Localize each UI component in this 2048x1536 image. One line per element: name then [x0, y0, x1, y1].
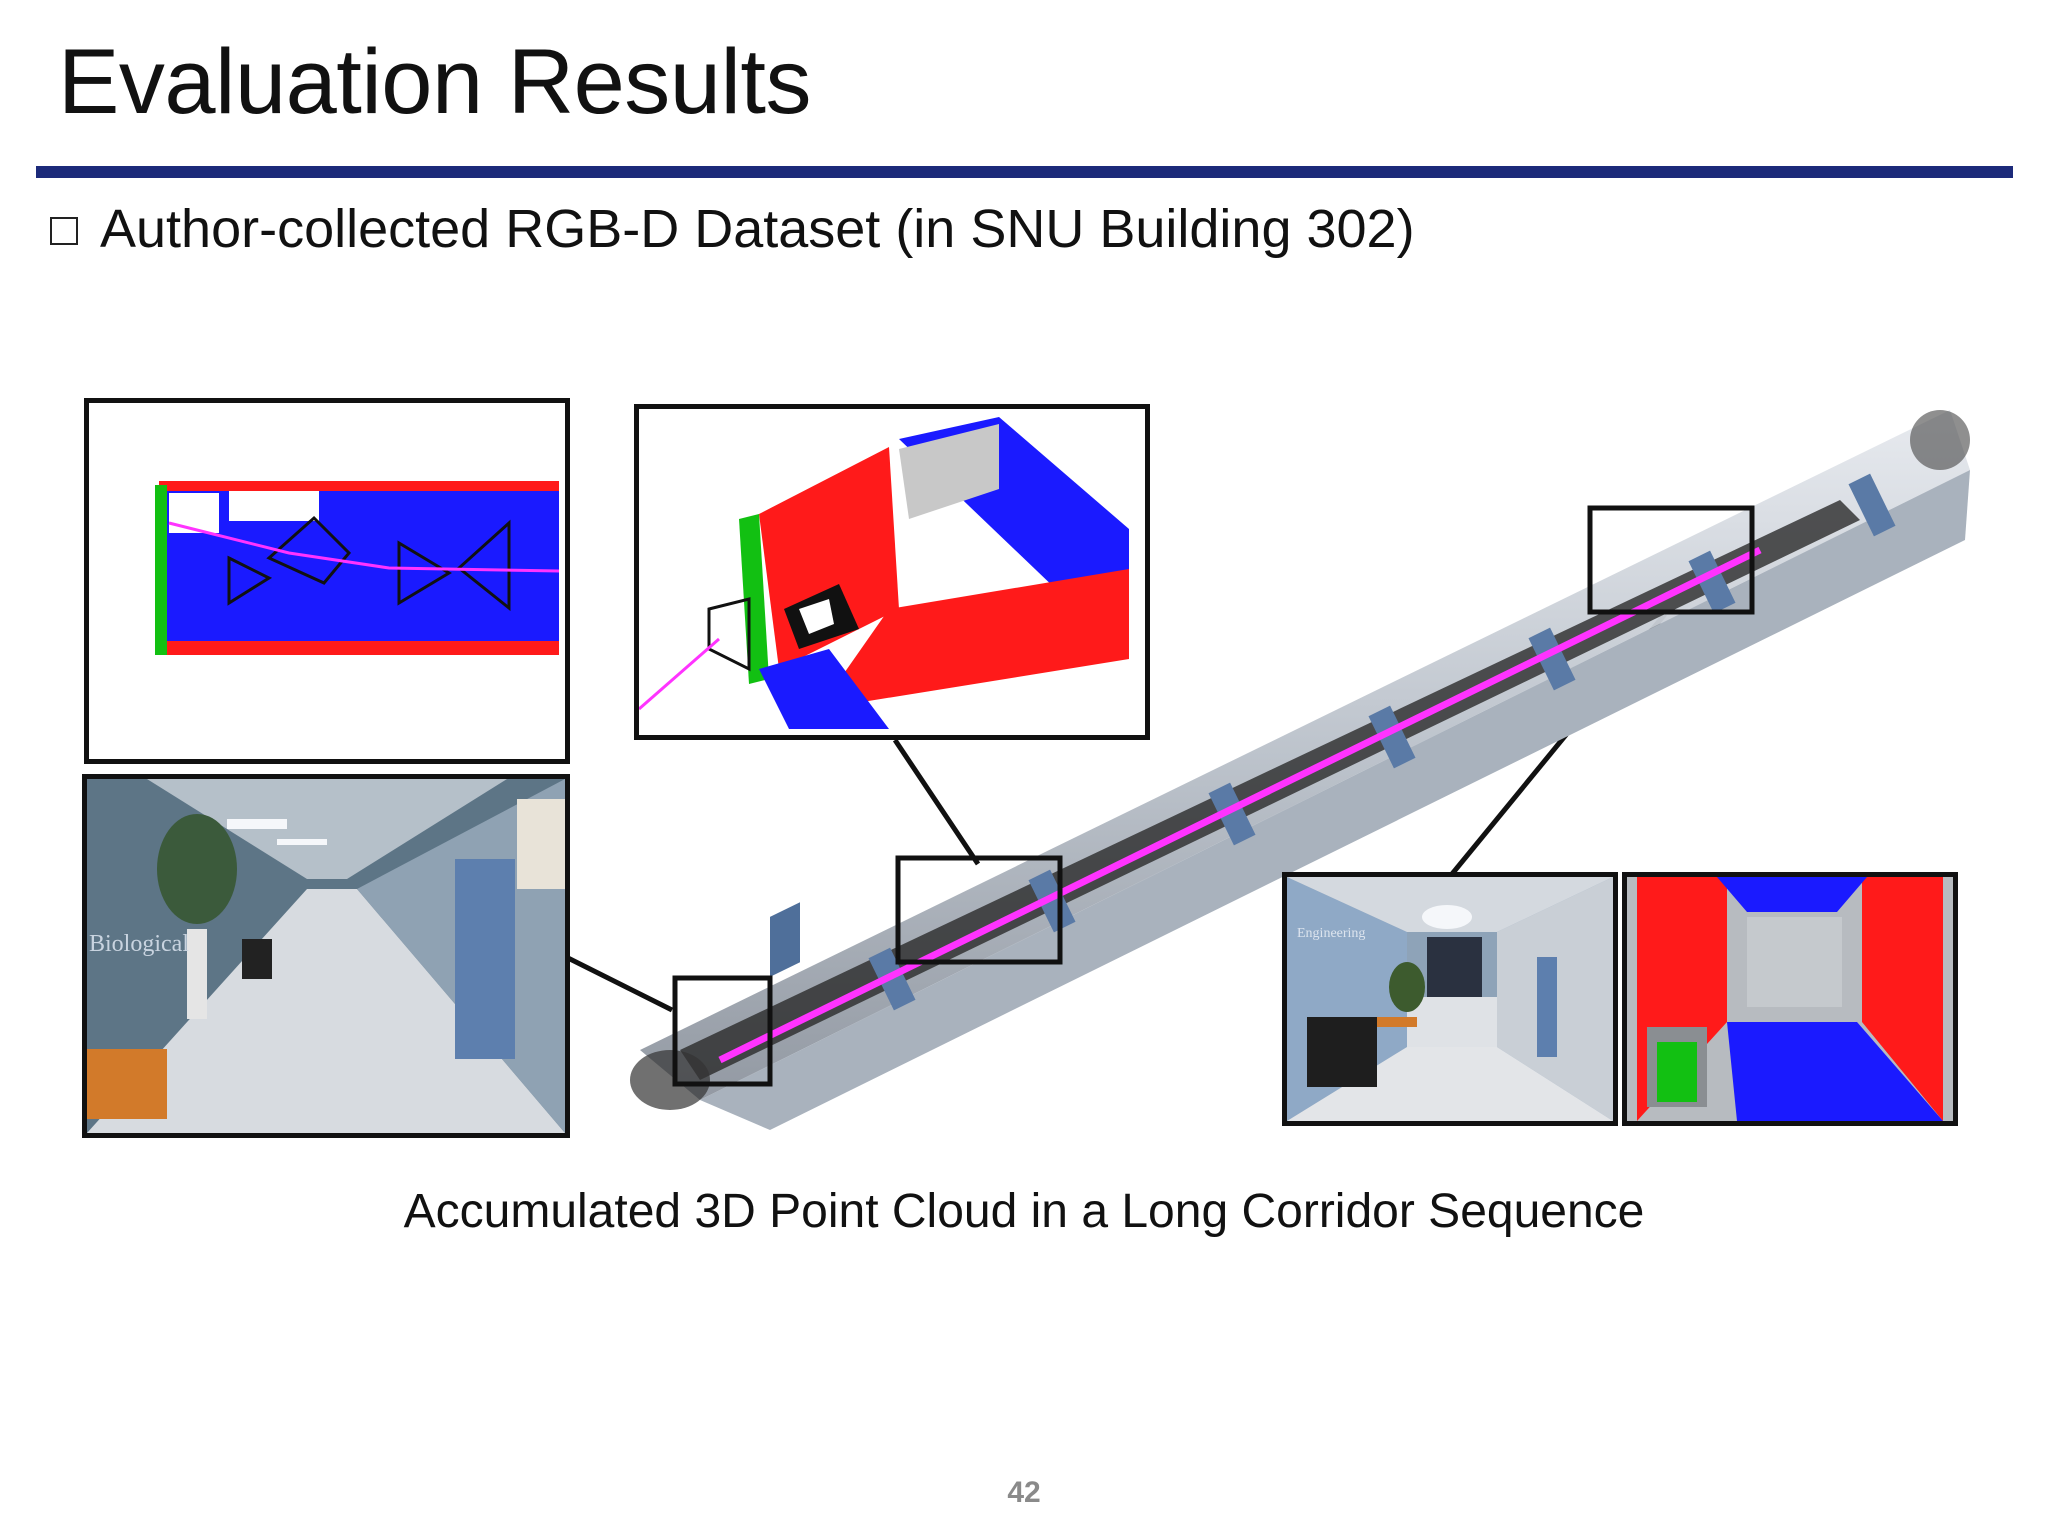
panel-plane-3d-view — [634, 404, 1150, 740]
bullet-item: Author-collected RGB-D Dataset (in SNU B… — [50, 198, 1415, 260]
panel-plane-segmentation-end — [1622, 872, 1958, 1126]
figure-caption: Accumulated 3D Point Cloud in a Long Cor… — [403, 1185, 1645, 1238]
wall-lettering-left: Biological — [89, 931, 189, 957]
bullet-text: Author-collected RGB-D Dataset (in SNU B… — [100, 199, 1415, 259]
zoom-box-end — [1587, 505, 1755, 615]
slide-title: Evaluation Results — [58, 31, 811, 133]
page-number: 42 — [1007, 1476, 1041, 1509]
title-underline — [36, 166, 2013, 178]
wall-lettering-right: Engineering — [1297, 926, 1365, 941]
zoom-box-start — [672, 975, 773, 1087]
zoom-box-middle — [895, 855, 1063, 965]
panel-corridor-photo-end: Engineering — [1282, 872, 1618, 1126]
panel-corridor-photo-start: Biological — [82, 774, 570, 1138]
square-bullet-icon — [50, 217, 78, 245]
corridor-point-cloud — [630, 410, 1970, 1130]
camera-trajectory — [718, 546, 1762, 1064]
panel-plane-top-view — [84, 398, 570, 764]
